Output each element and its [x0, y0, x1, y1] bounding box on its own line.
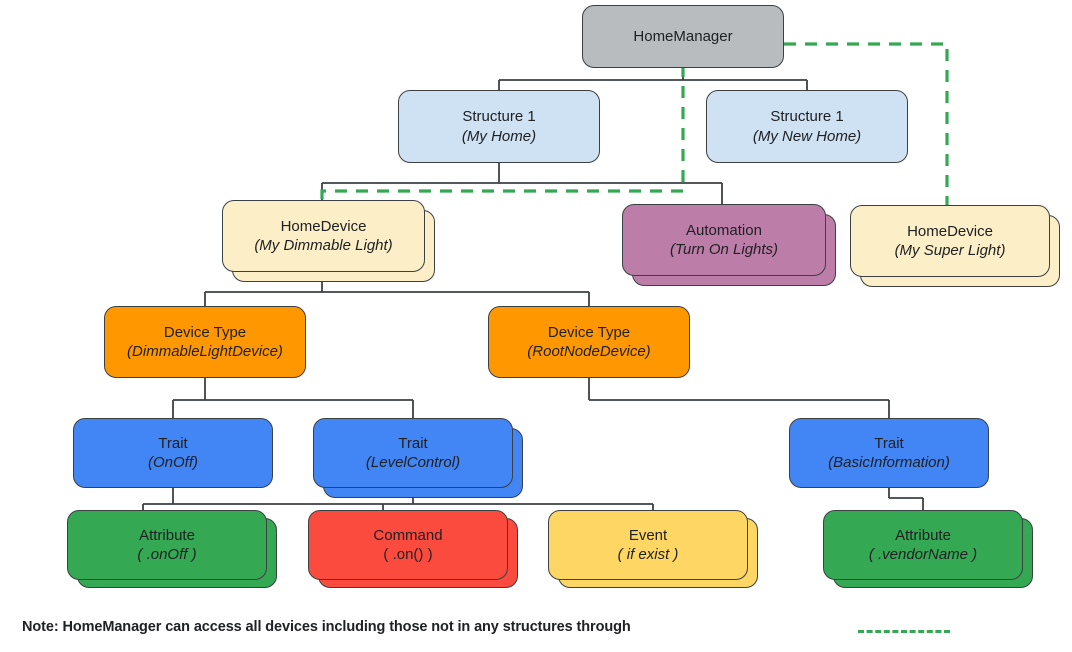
node-label-primary: HomeDevice	[907, 222, 993, 240]
node-label-primary: Device Type	[163, 323, 247, 341]
node-label-secondary: (RootNodeDevice)	[527, 343, 651, 360]
node-label-primary: Structure 1	[462, 108, 536, 125]
node-label-primary: Structure 1	[770, 108, 844, 125]
node-label-primary: Event	[628, 526, 668, 544]
node-label-secondary: (Turn On Lights)	[669, 241, 779, 258]
node-label-primary: Trait	[158, 434, 188, 452]
footer-legend-dashed-line	[858, 630, 950, 633]
node-label-primary: Attribute	[895, 526, 951, 544]
node-structure-1-my-new-home[interactable]: Structure 1 (My New Home)	[706, 90, 908, 163]
node-label-primary: Attribute	[139, 526, 195, 544]
node-label-secondary: (My Home)	[461, 127, 537, 145]
node-command-on[interactable]: Command ( .on() )	[308, 510, 508, 580]
node-label-secondary: ( .onOff )	[137, 546, 197, 563]
node-label-secondary: (My Super Light)	[894, 242, 1006, 259]
node-label-primary: Trait	[398, 434, 428, 452]
node-event-if-exist[interactable]: Event ( if exist )	[548, 510, 748, 580]
node-homedevice-my-super-light[interactable]: HomeDevice (My Super Light)	[850, 205, 1050, 277]
node-label-secondary: (My Dimmable Light)	[254, 237, 393, 254]
node-label-primary: Device Type	[547, 323, 631, 341]
node-homedevice-my-dimmable-light[interactable]: HomeDevice (My Dimmable Light)	[222, 200, 425, 272]
node-devicetype-rootnodedevice[interactable]: Device Type (RootNodeDevice)	[488, 306, 690, 378]
node-label-primary: Command	[373, 526, 443, 544]
node-label-primary: HomeDevice	[280, 217, 367, 235]
node-automation-turn-on-lights[interactable]: Automation (Turn On Lights)	[622, 204, 826, 276]
footer-note: Note: HomeManager can access all devices…	[22, 619, 631, 635]
node-structure-1-my-home[interactable]: Structure 1 (My Home)	[398, 90, 600, 163]
node-label-secondary: ( if exist )	[617, 546, 679, 563]
node-devicetype-dimmablelightdevice[interactable]: Device Type (DimmableLightDevice)	[104, 306, 306, 378]
node-label-secondary: (OnOff)	[147, 454, 198, 471]
node-attribute-onoff[interactable]: Attribute ( .onOff )	[67, 510, 267, 580]
node-label-secondary: (DimmableLightDevice)	[127, 343, 283, 360]
node-trait-basicinformation[interactable]: Trait (BasicInformation)	[789, 418, 989, 488]
node-label-primary: HomeManager	[633, 27, 733, 45]
node-label-secondary: ( .vendorName )	[868, 546, 978, 563]
dashed-access-path	[320, 42, 949, 205]
node-trait-levelcontrol[interactable]: Trait (LevelControl)	[313, 418, 513, 488]
node-label-secondary: (BasicInformation)	[828, 454, 950, 471]
node-label-primary: Automation	[686, 221, 762, 239]
node-label-secondary: ( .on() )	[383, 546, 433, 563]
node-attribute-vendorname[interactable]: Attribute ( .vendorName )	[823, 510, 1023, 580]
node-trait-onoff[interactable]: Trait (OnOff)	[73, 418, 273, 488]
node-label-secondary: (LevelControl)	[365, 454, 461, 471]
node-home-manager[interactable]: HomeManager	[582, 5, 784, 68]
node-label-primary: Trait	[874, 434, 904, 452]
node-label-secondary: (My New Home)	[752, 127, 862, 145]
